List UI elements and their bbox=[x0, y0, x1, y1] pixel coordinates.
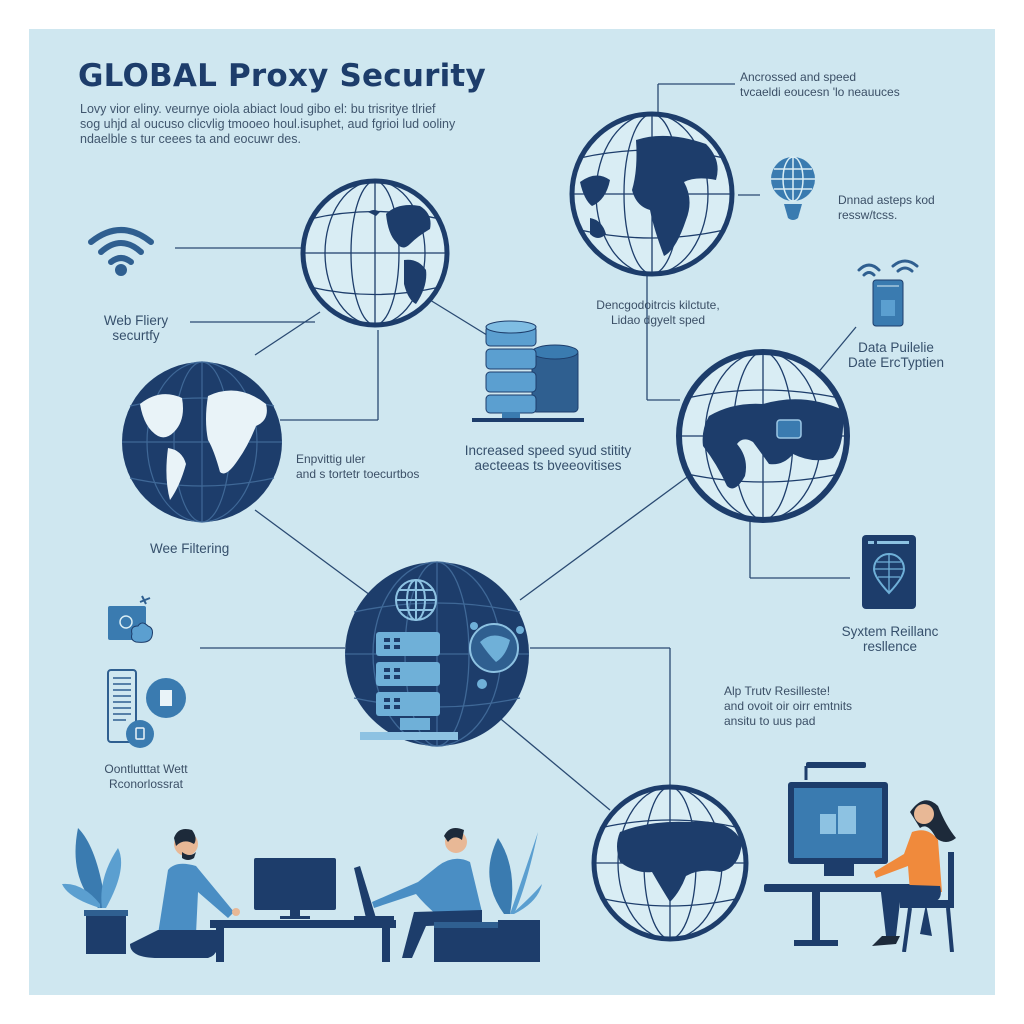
label-encrypting: Enpvittig uler and s tortetr toecurtbos bbox=[296, 452, 466, 482]
wifi-icon bbox=[88, 227, 154, 276]
label-line: resllence bbox=[862, 639, 918, 654]
globe-eurasia-icon bbox=[676, 349, 850, 523]
label-line: Dencgodoitrcis kilctute, bbox=[596, 298, 720, 312]
label-line: Oontlutttat Wett bbox=[104, 762, 188, 776]
intro-line: ndaelble s tur ceees ta and eocuwr des. bbox=[80, 132, 301, 146]
label-line: Alp Trutv Resilleste! bbox=[724, 684, 831, 698]
globe-shield-tablet-icon bbox=[862, 535, 916, 609]
intro-line: sog uhjd al oucuso clicvlig tmooeo houl.… bbox=[80, 117, 456, 131]
intro-line: Lovy vior eliny. veurnye oiola abiact lo… bbox=[80, 102, 436, 116]
label-data-encryption: Data Puilelie Date ErcTyptien bbox=[826, 340, 966, 370]
label-system-resilience: Syxtem Reillanc resllence bbox=[820, 624, 960, 654]
database-stack-icon bbox=[472, 320, 584, 422]
label-line: Dnnad asteps kod bbox=[838, 193, 935, 207]
label-line: aecteeas ts bveeovitises bbox=[474, 458, 622, 473]
label-line: tvcaeldi eoucesn 'lo neauuces bbox=[740, 85, 900, 99]
label-line: Date ErcTyptien bbox=[847, 355, 945, 370]
label-increased-speed: Ancrossed and speed tvcaeldi eoucesn 'lo… bbox=[740, 70, 980, 100]
label-line: securtfy bbox=[112, 328, 160, 343]
label-trust-resilience: Alp Trutv Resilleste! and ovoit oir oirr… bbox=[724, 684, 904, 729]
label-line: Ancrossed and speed bbox=[740, 70, 857, 84]
label-web-filtering: Wee Filtering bbox=[150, 541, 230, 556]
cloud-device-icon bbox=[108, 595, 153, 643]
label-line: and ovoit oir oirr emtnits bbox=[724, 699, 853, 713]
globe-africa-icon bbox=[569, 111, 735, 277]
intro-paragraph: Lovy vior eliny. veurnye oiola abiact lo… bbox=[80, 102, 460, 147]
label-line: ressw/tcss. bbox=[838, 208, 898, 222]
label-line: Rconorlossrat bbox=[108, 777, 184, 791]
wifi-router-icon bbox=[857, 259, 919, 327]
label-line: Syxtem Reillanc bbox=[841, 624, 939, 639]
label-increased-speed-stability: Increased speed syud stitity aecteeas ts… bbox=[448, 443, 648, 473]
label-line: Lidao dgyelt sped bbox=[610, 313, 706, 327]
label-line: and s tortetr toecurtbos bbox=[296, 467, 420, 481]
document-list-icon bbox=[107, 669, 186, 748]
label-mid-top: Dencgodoitrcis kilctute, Lidao dgyelt sp… bbox=[568, 298, 748, 328]
label-content-monitor: Oontlutttat Wett Rconorlossrat bbox=[76, 762, 216, 792]
label-balloon: Dnnad asteps kod ressw/tcss. bbox=[838, 193, 978, 223]
label-line: Increased speed syud stitity bbox=[464, 443, 632, 458]
globe-bottom-icon bbox=[591, 784, 749, 942]
label-line: Web Fliery bbox=[103, 313, 169, 328]
office-workers-illustration bbox=[62, 828, 542, 962]
globe-americas-icon bbox=[300, 178, 450, 328]
globe-balloon-icon bbox=[771, 156, 815, 220]
label-line: Data Puilelie bbox=[858, 340, 934, 355]
label-line: Enpvittig uler bbox=[296, 452, 366, 466]
woman-at-computer-illustration bbox=[764, 762, 956, 952]
central-proxy-globe-icon bbox=[345, 561, 529, 747]
label-web-filtery-security: Web Fliery securtfy bbox=[76, 313, 196, 343]
label-line: ansitu to uus pad bbox=[724, 714, 816, 728]
globe-world-dark-icon bbox=[122, 361, 282, 523]
page-title: GLOBAL Proxy Security bbox=[78, 58, 486, 94]
